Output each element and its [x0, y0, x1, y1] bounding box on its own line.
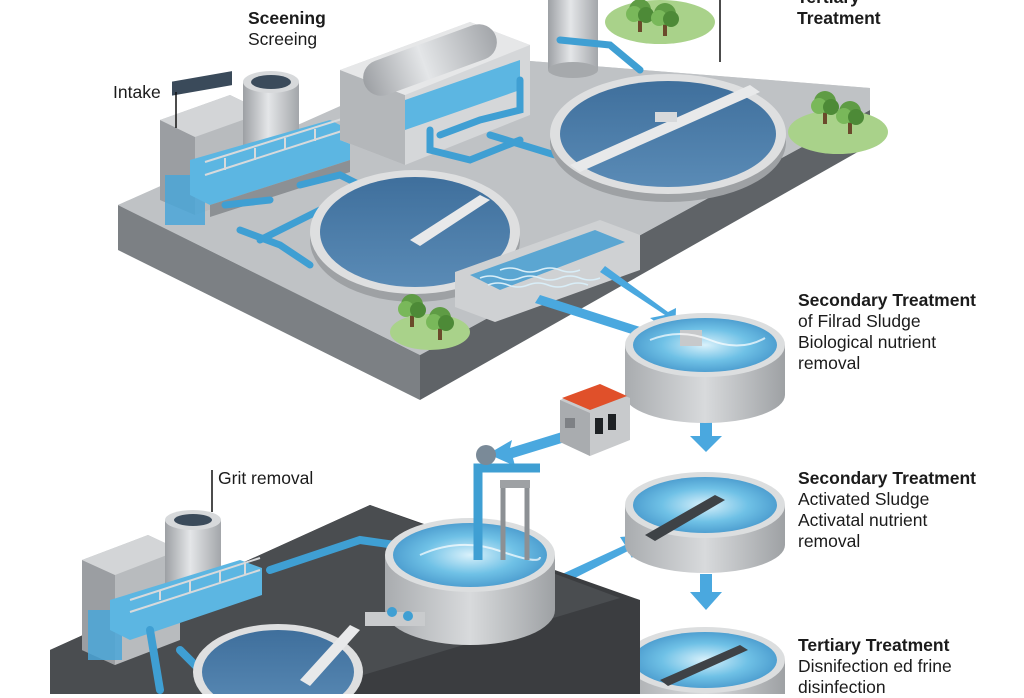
tertiary-tank — [625, 627, 785, 694]
secondary-2-title: Secondary Treatment — [798, 468, 976, 488]
silo — [548, 0, 598, 78]
intake-tank — [243, 71, 299, 152]
intake-title: Intake — [113, 82, 161, 102]
secondary-1-title: Secondary Treatment — [798, 290, 976, 310]
flow-arrow-icon — [600, 266, 676, 335]
upper-plant — [118, 0, 888, 400]
screening-building — [340, 22, 530, 165]
label-tertiary-bottom: Tertiary Treatment Disnifection ed frine… — [798, 635, 952, 698]
label-secondary-2: Secondary Treatment Activated Sludge Act… — [798, 468, 976, 552]
secondary-2-line-3: removal — [798, 531, 861, 551]
label-intake: Intake — [113, 82, 161, 103]
tertiary-bottom-line-1: Disnifection ed frine — [798, 656, 952, 676]
secondary-2-line-1: Activated Sludge — [798, 489, 930, 509]
secondary-1-line-3: removal — [798, 353, 861, 373]
secondary-tank-2 — [625, 472, 785, 573]
tertiary-top-partial: Tertiary — [797, 0, 881, 8]
label-screening: Sceening Screeing — [248, 8, 326, 50]
lower-plant — [50, 445, 640, 694]
secondary-1-line-2: Biological nutrient — [798, 332, 937, 352]
aeration-basin — [455, 220, 640, 322]
label-tertiary-top: Tertiary Treatment — [797, 0, 881, 29]
control-panel-icon — [560, 384, 630, 456]
grit-title: Grit removal — [218, 468, 314, 488]
flow-arrow-icon — [560, 535, 645, 583]
screening-title: Sceening — [248, 8, 326, 28]
flow-arrow-icon — [690, 574, 722, 610]
pump-icon — [473, 445, 540, 560]
upper-pipes — [221, 36, 644, 269]
lower-clarifier — [193, 624, 363, 694]
tertiary-bottom-line-2: disinfection — [798, 677, 886, 697]
secondary-1-line-1: of Filrad Sludge — [798, 311, 921, 331]
secondary-2-line-2: Activatal nutrient — [798, 510, 928, 530]
flow-arrow-icon — [488, 428, 578, 466]
label-grit-removal: Grit removal — [218, 468, 313, 489]
label-secondary-1: Secondary Treatment of Filrad Sludge Bio… — [798, 290, 976, 374]
mixing-tank — [365, 518, 555, 645]
primary-clarifier — [550, 74, 786, 202]
screening-subtitle: Screeing — [248, 29, 318, 49]
grit-channel — [110, 560, 262, 640]
tertiary-top-title: Treatment — [797, 8, 881, 28]
secondary-tank-1 — [625, 313, 785, 423]
flow-arrow-icon — [690, 420, 722, 452]
tertiary-bottom-title: Tertiary Treatment — [798, 635, 950, 655]
